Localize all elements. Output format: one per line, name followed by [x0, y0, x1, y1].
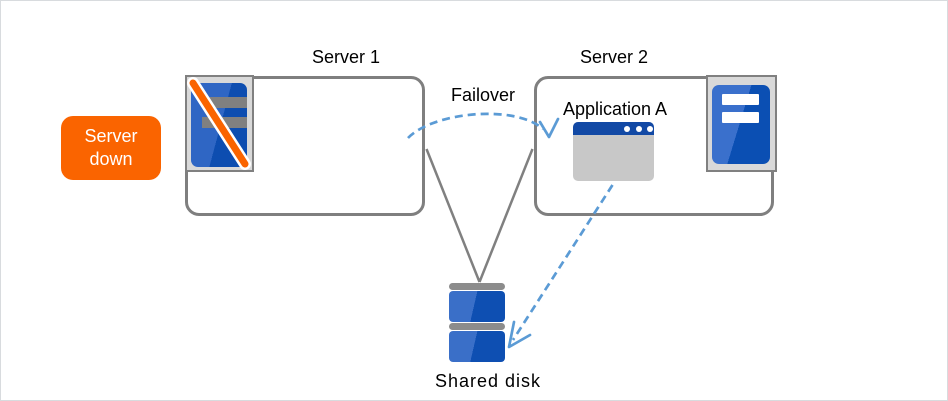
server2-drive-bar [722, 112, 759, 123]
shared-disk-label: Shared disk [434, 371, 542, 391]
app-window-titlebar [573, 122, 654, 135]
server2-drive-bar [722, 94, 759, 105]
server1-title: Server 1 [311, 47, 381, 67]
application-label: Application A [562, 99, 668, 119]
server2-icon [706, 75, 777, 172]
failover-arrow [407, 112, 544, 139]
shared-disk-icon [449, 283, 505, 363]
server1-to-disk-line [425, 148, 481, 283]
window-dot-icon [647, 126, 653, 132]
server-down-badge-label: Server down [84, 126, 138, 169]
down-slash-icon [187, 77, 251, 170]
server1-down-icon [185, 75, 254, 172]
disk-access-arrowhead-icon [507, 320, 532, 349]
app-window-icon [573, 122, 654, 181]
disk-segment [449, 291, 505, 322]
failover-label: Failover [450, 85, 516, 105]
window-dot-icon [624, 126, 630, 132]
disk-cap [449, 323, 505, 330]
disk-segment [449, 331, 505, 362]
server2-to-disk-line [478, 148, 534, 283]
window-dot-icon [636, 126, 642, 132]
server-down-badge: Server down [61, 116, 161, 180]
disk-cap [449, 283, 505, 290]
server1-drive-bar [202, 97, 247, 108]
server2-title: Server 2 [579, 47, 649, 67]
